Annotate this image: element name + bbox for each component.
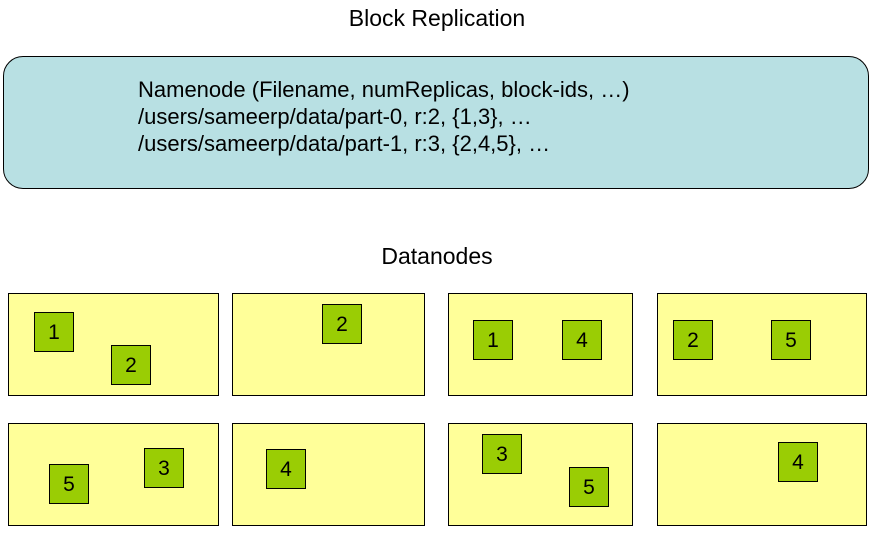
block-chip-5: 5 bbox=[569, 467, 609, 507]
block-chip-2: 2 bbox=[322, 304, 362, 344]
datanode-1: 2 bbox=[232, 293, 425, 396]
namenode-metadata-text: Namenode (Filename, numReplicas, block-i… bbox=[138, 77, 630, 156]
block-chip-4: 4 bbox=[562, 320, 602, 360]
block-chip-1: 1 bbox=[34, 312, 74, 352]
namenode-panel: Namenode (Filename, numReplicas, block-i… bbox=[3, 56, 869, 189]
datanode-5: 4 bbox=[232, 423, 425, 526]
block-chip-5: 5 bbox=[49, 464, 89, 504]
block-chip-2: 2 bbox=[673, 320, 713, 360]
datanode-7: 4 bbox=[657, 423, 867, 526]
block-chip-2: 2 bbox=[111, 345, 151, 385]
block-chip-3: 3 bbox=[144, 448, 184, 488]
block-chip-3: 3 bbox=[482, 434, 522, 474]
block-chip-1: 1 bbox=[473, 320, 513, 360]
block-chip-4: 4 bbox=[266, 449, 306, 489]
block-chip-4: 4 bbox=[778, 442, 818, 482]
block-chip-5: 5 bbox=[771, 320, 811, 360]
page-title: Block Replication bbox=[348, 5, 526, 31]
datanodes-section-label: Datanodes bbox=[381, 243, 493, 269]
